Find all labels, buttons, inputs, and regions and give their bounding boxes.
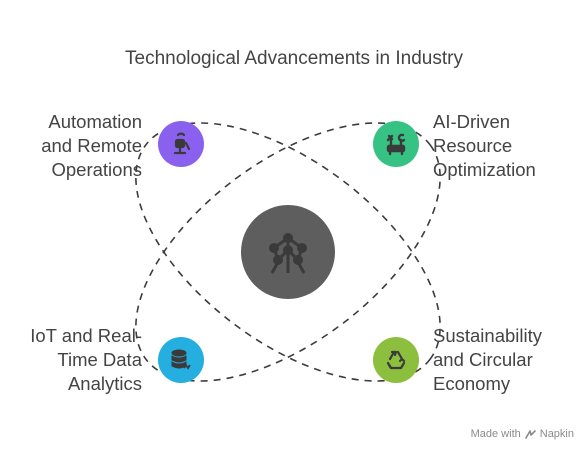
label-line: Economy	[433, 373, 511, 394]
label-ai-optimization: AI-Driven Resource Optimization	[433, 110, 536, 182]
atomium-icon	[269, 233, 307, 274]
label-line: AI-Driven	[433, 111, 511, 132]
label-automation: Automation and Remote Operations	[41, 110, 142, 182]
diagram-title: Technological Advancements in Industry	[125, 48, 463, 69]
label-iot-analytics: IoT and Real- Time Data Analytics	[30, 324, 142, 396]
label-line: Automation	[48, 111, 142, 132]
center-node	[241, 205, 335, 299]
label-line: Resource	[433, 135, 513, 156]
node-iot-analytics	[158, 337, 204, 383]
ellipse-ascending	[135, 122, 441, 382]
label-line: and Remote	[41, 135, 142, 156]
label-line: Operations	[51, 159, 143, 180]
node-ai-optimization	[373, 121, 419, 167]
label-line: IoT and Real-	[30, 325, 142, 346]
label-line: Analytics	[67, 373, 142, 394]
robot-arm-icon	[173, 132, 191, 155]
label-line: Optimization	[433, 159, 536, 180]
napkin-branding[interactable]: Made with Napkin	[471, 428, 574, 440]
tools-icon	[386, 133, 406, 156]
label-line: Sustainability	[433, 325, 543, 346]
ellipse-descending	[135, 122, 441, 382]
brand-prefix: Made with	[470, 428, 521, 440]
database-icon	[171, 349, 191, 370]
label-sustainability: Sustainability and Circular Economy	[433, 324, 542, 396]
node-automation	[158, 121, 204, 167]
napkin-logo-icon	[524, 429, 536, 439]
label-line: Time Data	[57, 349, 142, 370]
recycle-icon	[386, 350, 406, 370]
label-line: and Circular	[433, 349, 533, 370]
node-sustainability	[373, 337, 419, 383]
brand-name: Napkin	[539, 428, 574, 440]
